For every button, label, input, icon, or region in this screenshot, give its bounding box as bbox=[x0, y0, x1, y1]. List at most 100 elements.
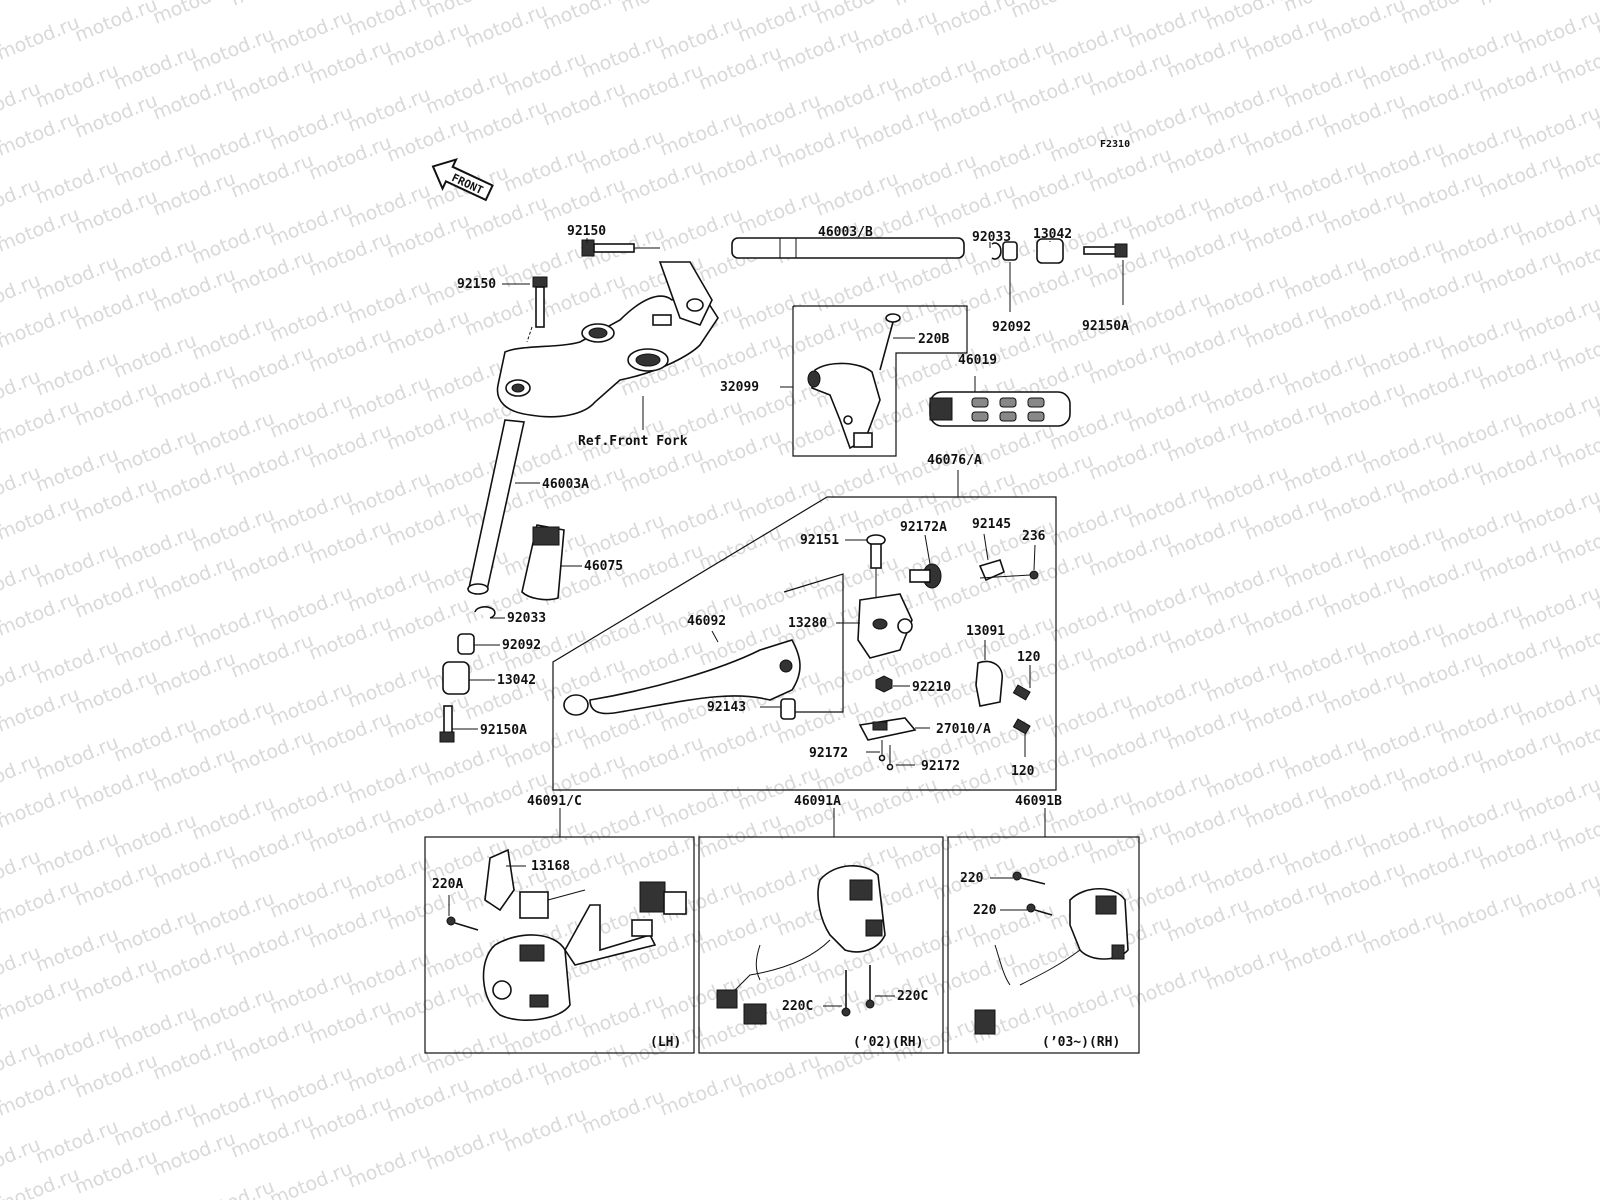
top-clamp bbox=[496, 261, 719, 418]
label-27010a: 27010/A bbox=[936, 722, 991, 737]
label-46092: 46092 bbox=[687, 614, 726, 629]
watermark-text: motod.ru bbox=[1047, 978, 1136, 1031]
watermark-text: motod.ru bbox=[1320, 474, 1409, 527]
watermark-text: motod.ru bbox=[1437, 24, 1526, 77]
watermark-text: motod.ru bbox=[1515, 102, 1600, 155]
watermark-text: motod.ru bbox=[579, 1086, 668, 1139]
label-92143: 92143 bbox=[707, 700, 746, 715]
label-92092-top: 92092 bbox=[992, 320, 1031, 335]
watermark-text: motod.ru bbox=[1086, 144, 1175, 197]
circlip-92033-left bbox=[474, 606, 496, 619]
watermark-text: motod.ru bbox=[1476, 438, 1565, 491]
watermark-text: motod.ru bbox=[267, 774, 356, 827]
watermark-text: motod.ru bbox=[384, 18, 473, 71]
watermark-text: motod.ru bbox=[150, 0, 239, 29]
watermark-text: motod.ru bbox=[267, 198, 356, 251]
watermark-text: motod.ru bbox=[1203, 750, 1292, 803]
watermark-text: motod.ru bbox=[1281, 348, 1370, 401]
watermark-text: motod.ru bbox=[1515, 294, 1600, 347]
watermark-text: motod.ru bbox=[228, 0, 317, 11]
watermark-text: motod.ru bbox=[189, 1080, 278, 1133]
watermark-text: motod.ru bbox=[384, 498, 473, 551]
watermark-text: motod.ru bbox=[0, 876, 83, 929]
watermark-text: motod.ru bbox=[345, 756, 434, 809]
watermark-text: motod.ru bbox=[72, 570, 161, 623]
watermark-text: motod.ru bbox=[345, 948, 434, 1001]
watermark-text: motod.ru bbox=[150, 840, 239, 893]
watermark-text: motod.ru bbox=[579, 126, 668, 179]
collar-92143 bbox=[780, 698, 796, 720]
watermark-text: motod.ru bbox=[774, 120, 863, 173]
label-120-top: 120 bbox=[1017, 650, 1041, 665]
watermark-text: motod.ru bbox=[1242, 396, 1331, 449]
watermark-text: motod.ru bbox=[657, 1068, 746, 1121]
watermark-text: motod.ru bbox=[1008, 546, 1097, 599]
label-92150-upper: 92150 bbox=[567, 224, 606, 239]
watermark-text: motod.ru bbox=[462, 96, 551, 149]
watermark-text: motod.ru bbox=[891, 54, 980, 107]
watermark-text: motod.ru bbox=[1164, 318, 1253, 371]
watermark-text: motod.ru bbox=[1242, 876, 1331, 929]
watermark-text: motod.ru bbox=[111, 714, 200, 767]
watermark-text: motod.ru bbox=[1125, 576, 1214, 629]
watermark-text: motod.ru bbox=[969, 36, 1058, 89]
watermark-text: motod.ru bbox=[1437, 696, 1526, 749]
collar-92092-top bbox=[1002, 241, 1018, 261]
watermark-text: motod.ru bbox=[1320, 186, 1409, 239]
watermark-text: motod.ru bbox=[1242, 492, 1331, 545]
watermark-text: motod.ru bbox=[1008, 66, 1097, 119]
watermark-text: motod.ru bbox=[1086, 0, 1175, 5]
watermark-text: motod.ru bbox=[1086, 816, 1175, 869]
watermark-text: motod.ru bbox=[33, 540, 122, 593]
watermark-text: motod.ru bbox=[189, 696, 278, 749]
watermark-text: motod.ru bbox=[1476, 822, 1565, 875]
watermark-text: motod.ru bbox=[1281, 732, 1370, 785]
watermark-text: motod.ru bbox=[618, 732, 707, 785]
watermark-text: motod.ru bbox=[1203, 654, 1292, 707]
watermark-text: motod.ru bbox=[618, 828, 707, 881]
watermark-text: motod.ru bbox=[1242, 300, 1331, 353]
watermark-text: motod.ru bbox=[228, 1110, 317, 1163]
watermark-text: motod.ru bbox=[1359, 330, 1448, 383]
watermark-text: motod.ru bbox=[306, 612, 395, 665]
watermark-text: motod.ru bbox=[1164, 798, 1253, 851]
watermark-text: motod.ru bbox=[267, 678, 356, 731]
watermark-text: motod.ru bbox=[1281, 156, 1370, 209]
watermark-text: motod.ru bbox=[501, 144, 590, 197]
switch-housing-rh03 bbox=[974, 888, 1129, 1035]
label-46003a: 46003A bbox=[542, 477, 589, 492]
watermark-text: motod.ru bbox=[1515, 486, 1600, 539]
watermark-text: motod.ru bbox=[1125, 960, 1214, 1013]
watermark-text: motod.ru bbox=[189, 792, 278, 845]
watermark-text: motod.ru bbox=[0, 12, 83, 65]
lever-subframe bbox=[783, 573, 844, 713]
watermark-text: motod.ru bbox=[813, 648, 902, 701]
watermark-text: motod.ru bbox=[1398, 744, 1487, 797]
bolt-92150-left bbox=[526, 276, 548, 343]
watermark-text: motod.ru bbox=[1125, 96, 1214, 149]
watermark-text: motod.ru bbox=[1086, 720, 1175, 773]
watermark-text: motod.ru bbox=[1476, 150, 1565, 203]
watermark-text: motod.ru bbox=[852, 6, 941, 59]
watermark-text: motod.ru bbox=[696, 810, 785, 863]
watermark-text: motod.ru bbox=[1398, 360, 1487, 413]
watermark-text: motod.ru bbox=[111, 1098, 200, 1151]
watermark-text: motod.ru bbox=[111, 234, 200, 287]
clutch-lever-46092 bbox=[563, 639, 801, 716]
watermark-text: motod.ru bbox=[189, 408, 278, 461]
watermark-text: motod.ru bbox=[540, 1038, 629, 1091]
watermark-text: motod.ru bbox=[111, 618, 200, 671]
watermark-text: motod.ru bbox=[774, 312, 863, 365]
watermark-text: motod.ru bbox=[774, 504, 863, 557]
watermark-text: motod.ru bbox=[345, 180, 434, 233]
watermark-text: motod.ru bbox=[1086, 528, 1175, 581]
watermark-text: motod.ru bbox=[306, 708, 395, 761]
watermark-text: motod.ru bbox=[306, 324, 395, 377]
watermark-text: motod.ru bbox=[72, 1050, 161, 1103]
weight-13042-left bbox=[442, 661, 470, 695]
label-46076a: 46076/A bbox=[927, 453, 982, 468]
watermark-text: motod.ru bbox=[1554, 132, 1600, 185]
watermark-text: motod.ru bbox=[930, 468, 1019, 521]
watermark-text: motod.ru bbox=[33, 1116, 122, 1169]
